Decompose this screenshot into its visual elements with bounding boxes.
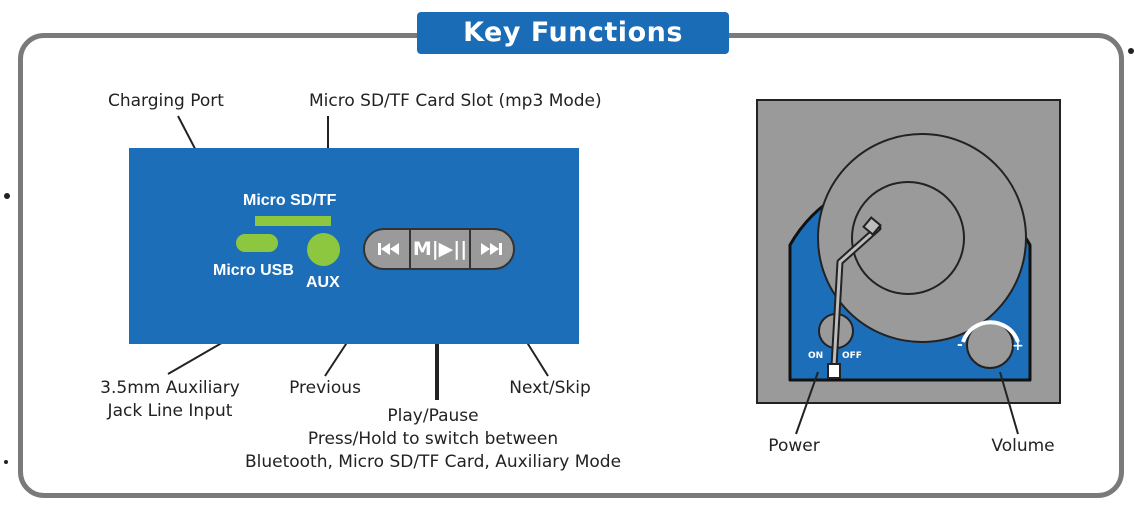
label-aux-line2: Jack Line Input	[107, 401, 233, 421]
label-previous: Previous	[289, 378, 361, 398]
label-next: Next/Skip	[509, 378, 591, 398]
on-label: ON	[808, 351, 824, 361]
usb-panel-label: Micro USB	[213, 262, 294, 279]
decor-dot	[4, 193, 10, 199]
play-pause-button[interactable]: M|▶||	[409, 230, 471, 268]
label-volume: Volume	[991, 436, 1055, 456]
label-aux-line1: 3.5mm Auxiliary	[100, 378, 240, 398]
previous-track-icon	[378, 243, 399, 255]
label-play-line1: Play/Pause	[387, 406, 479, 426]
next-button[interactable]	[469, 230, 513, 268]
label-power: Power	[768, 436, 820, 456]
next-track-icon	[481, 243, 502, 255]
volume-minus: -	[957, 337, 963, 353]
label-play-line3: Bluetooth, Micro SD/TF Card, Auxiliary M…	[244, 452, 622, 472]
page-title: Key Functions	[417, 12, 729, 54]
sd-card-slot[interactable]	[255, 216, 331, 226]
aux-port[interactable]	[307, 233, 340, 266]
aux-panel-label: AUX	[306, 274, 340, 291]
playback-buttons: M|▶||	[363, 228, 515, 270]
sd-panel-label: Micro SD/TF	[243, 192, 337, 209]
label-play-line2: Press/Hold to switch between	[307, 429, 559, 449]
label-sd-slot: Micro SD/TF Card Slot (mp3 Mode)	[309, 91, 602, 111]
label-charging-port: Charging Port	[108, 91, 224, 111]
micro-usb-port[interactable]	[236, 234, 278, 252]
volume-plus: +	[1012, 338, 1024, 354]
off-label: OFF	[842, 351, 862, 361]
decor-dot	[1128, 48, 1134, 54]
previous-button[interactable]	[367, 230, 411, 268]
decor-dot	[4, 460, 8, 464]
